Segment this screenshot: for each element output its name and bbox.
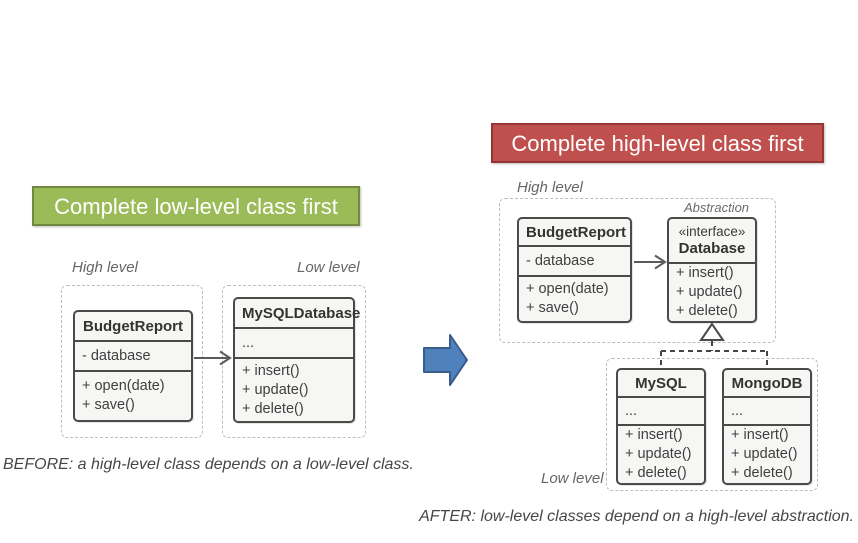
class-method: + insert(): [242, 362, 300, 379]
transition-arrow: [423, 334, 468, 386]
after-low-level-zone: [606, 358, 818, 491]
before-low-level-label: Low level: [297, 259, 360, 276]
before-caption: BEFORE: a high-level class depends on a …: [3, 456, 414, 473]
class-attribute: ...: [242, 334, 255, 351]
after-high-level-label: High level: [517, 179, 583, 196]
class-method: + open(date): [526, 281, 609, 297]
class-mongodb: MongoDB ... + insert() + update() + dele…: [722, 368, 812, 485]
class-attribute: - database: [82, 347, 151, 364]
class-title: BudgetReport: [83, 317, 183, 335]
class-database-interface: «interface» Database + insert() + update…: [667, 217, 757, 323]
before-high-level-label: High level: [72, 259, 138, 276]
class-method: + save(): [526, 300, 579, 316]
class-method: + open(date): [82, 378, 165, 394]
class-method: + save(): [82, 397, 135, 413]
class-title: MongoDB: [731, 374, 803, 392]
class-method: + insert(): [731, 427, 789, 443]
class-method: + delete(): [676, 303, 738, 319]
class-attribute: - database: [526, 252, 595, 269]
class-mysqldatabase: MySQLDatabase ... + insert() + update() …: [233, 297, 361, 423]
class-method: + delete(): [731, 465, 793, 481]
before-high-level-zone: [61, 285, 203, 438]
after-low-level-label: Low level: [541, 470, 604, 487]
class-method: + update(): [625, 446, 692, 462]
class-method: + update(): [676, 284, 743, 300]
before-banner: Complete low-level class first: [32, 186, 360, 226]
class-method: + update(): [731, 446, 798, 462]
class-method: + update(): [242, 381, 309, 398]
class-method: + delete(): [242, 400, 304, 417]
class-title: Database: [678, 240, 746, 257]
class-method: + insert(): [676, 265, 734, 281]
after-caption: AFTER: low-level classes depend on a hig…: [419, 508, 854, 525]
class-budgetreport-after: BudgetReport - database + open(date) + s…: [517, 217, 632, 323]
abstraction-label: Abstraction: [684, 200, 750, 215]
class-attribute: ...: [625, 402, 638, 419]
class-title: MySQLDatabase: [242, 304, 361, 322]
class-budgetreport-before: BudgetReport - database + open(date) + s…: [73, 310, 193, 422]
after-banner: Complete high-level class first: [491, 123, 824, 163]
interface-stereotype: «interface»: [678, 224, 746, 239]
class-attribute: ...: [731, 402, 744, 419]
after-high-level-zone: [499, 198, 776, 343]
class-title: BudgetReport: [526, 223, 626, 241]
class-title: MySQL: [635, 374, 687, 392]
class-method: + insert(): [625, 427, 683, 443]
class-mysql: MySQL ... + insert() + update() + delete…: [616, 368, 706, 485]
class-method: + delete(): [625, 465, 687, 481]
